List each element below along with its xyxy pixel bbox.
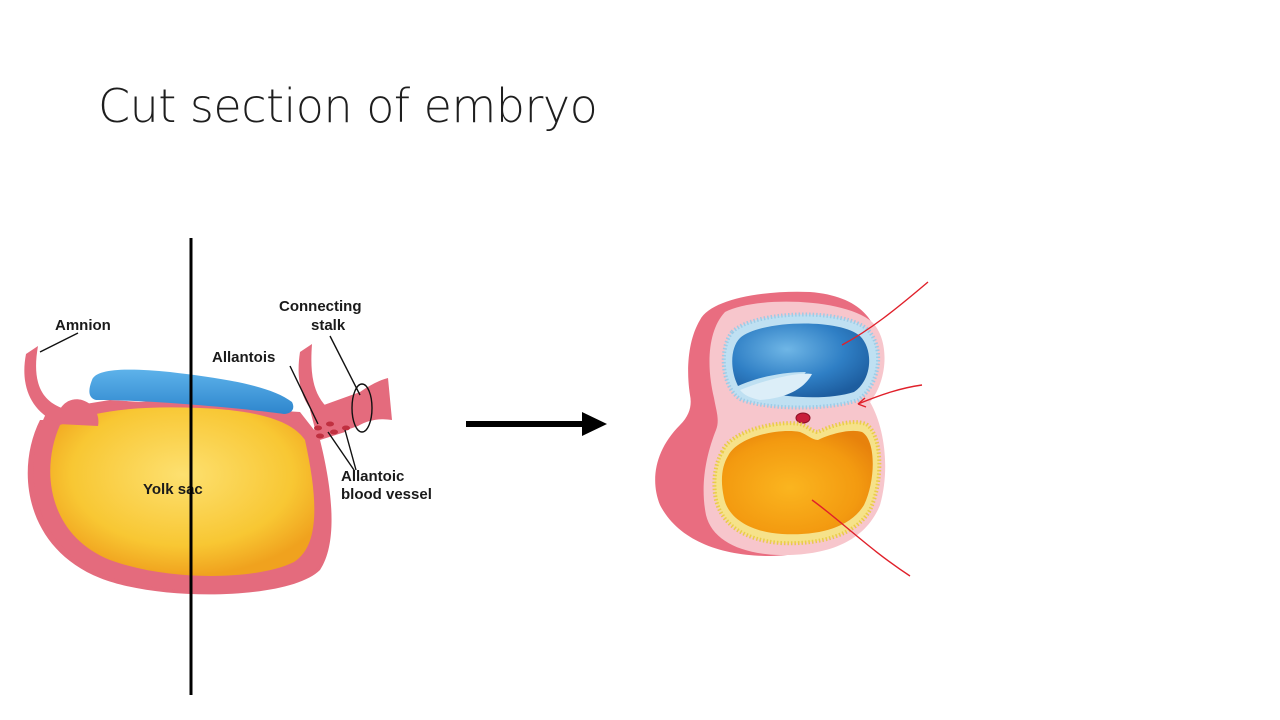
label-connecting-stalk-2: stalk (311, 317, 346, 334)
label-allantoic-vessel-1: Allantoic (341, 468, 404, 485)
yolk-section (721, 430, 873, 535)
notochord (795, 412, 811, 424)
yolk-sac (50, 407, 315, 576)
slide-title: Cut section of embryo (98, 79, 598, 133)
annotation-pointers (811, 281, 929, 577)
amnion-membrane (24, 346, 62, 424)
cross-section-embryo (655, 291, 886, 556)
amnion-left-fold (57, 399, 99, 426)
allantoic-vessels (314, 421, 350, 439)
label-allantoic-vessel-2: blood vessel (341, 486, 432, 503)
arrow-right-icon (466, 412, 607, 436)
leader-lines (39, 332, 361, 471)
connecting-stalk-outline (351, 383, 373, 433)
label-allantois: Allantois (212, 349, 275, 366)
label-amnion: Amnion (55, 317, 111, 334)
connecting-stalk (310, 378, 392, 440)
sagittal-embryo-diagram: Amnion Connecting stalk Allantois Allant… (24, 298, 432, 595)
label-yolk-sac: Yolk sac (143, 481, 203, 498)
amniotic-fluid (732, 323, 870, 398)
label-connecting-stalk-1: Connecting (279, 298, 362, 315)
